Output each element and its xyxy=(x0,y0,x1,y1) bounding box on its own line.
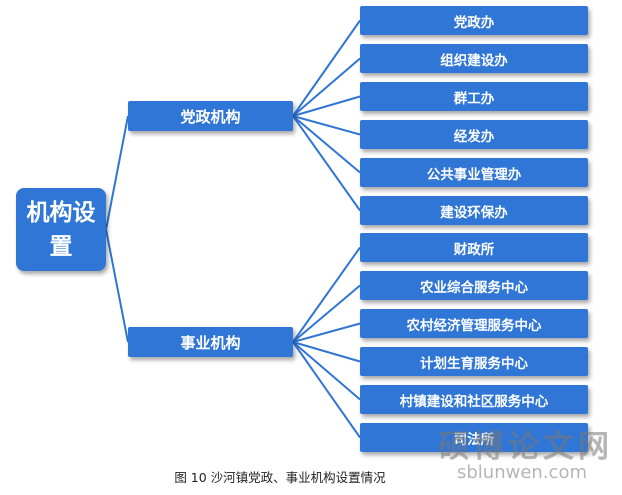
leaf-node: 公共事业管理办 xyxy=(360,158,588,187)
connector-line xyxy=(105,115,129,230)
leaf-node: 组织建设办 xyxy=(360,44,588,73)
leaf-node: 建设环保办 xyxy=(360,196,588,225)
watermark-url: sblunwen.com xyxy=(457,462,587,483)
leaf-node: 村镇建设和社区服务中心 xyxy=(360,385,588,414)
connector-line xyxy=(292,322,361,343)
connector-line xyxy=(292,341,361,363)
branch-node-public-institutions: 事业机构 xyxy=(128,327,293,357)
connector-line xyxy=(292,95,361,117)
root-node: 机构设置 xyxy=(16,188,106,271)
leaf-node: 农业综合服务中心 xyxy=(360,271,588,300)
leaf-node: 计划生育服务中心 xyxy=(360,347,588,376)
figure-caption: 图 10 沙河镇党政、事业机构设置情况 xyxy=(174,470,386,485)
leaf-node: 农村经济管理服务中心 xyxy=(360,309,588,338)
leaf-node: 党政办 xyxy=(360,6,588,35)
leaf-node: 司法所 xyxy=(360,423,588,452)
connector-line xyxy=(292,341,361,439)
connector-line xyxy=(292,341,361,401)
connector-line xyxy=(292,115,361,212)
leaf-node: 群工办 xyxy=(360,82,588,111)
connector-line xyxy=(292,57,361,117)
connector-line xyxy=(292,246,361,343)
connector-line xyxy=(292,115,361,174)
connector-line xyxy=(292,284,361,343)
connector-line xyxy=(292,115,361,136)
connector-line xyxy=(292,19,361,117)
leaf-node: 经发办 xyxy=(360,120,588,149)
branch-node-party-government: 党政机构 xyxy=(128,101,293,131)
leaf-node: 财政所 xyxy=(360,233,588,262)
connector-line xyxy=(105,229,129,343)
watermark-text: 硕博论文网 xyxy=(438,429,613,465)
